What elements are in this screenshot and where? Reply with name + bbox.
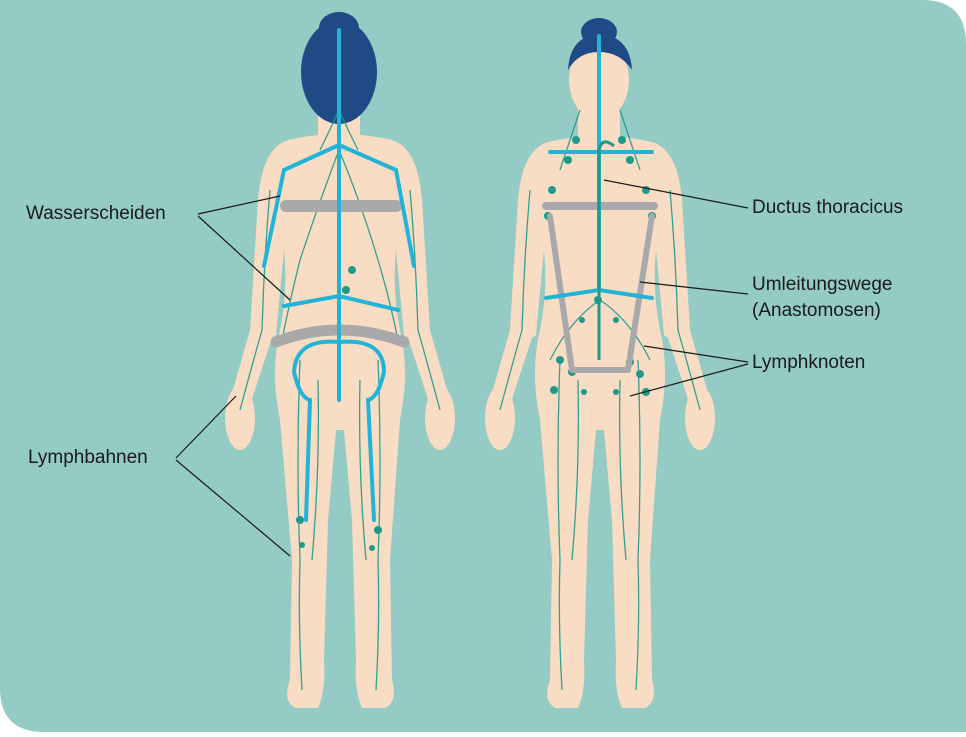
label-wasserscheiden: Wasserscheiden (26, 201, 166, 227)
label-lymphbahnen: Lymphbahnen (28, 445, 148, 471)
label-umleitungswege: Umleitungswege (752, 272, 892, 298)
label-anastomosen: (Anastomosen) (752, 298, 881, 324)
label-ductus-thoracicus: Ductus thoracicus (752, 195, 903, 221)
label-lymphknoten: Lymphknoten (752, 350, 865, 376)
